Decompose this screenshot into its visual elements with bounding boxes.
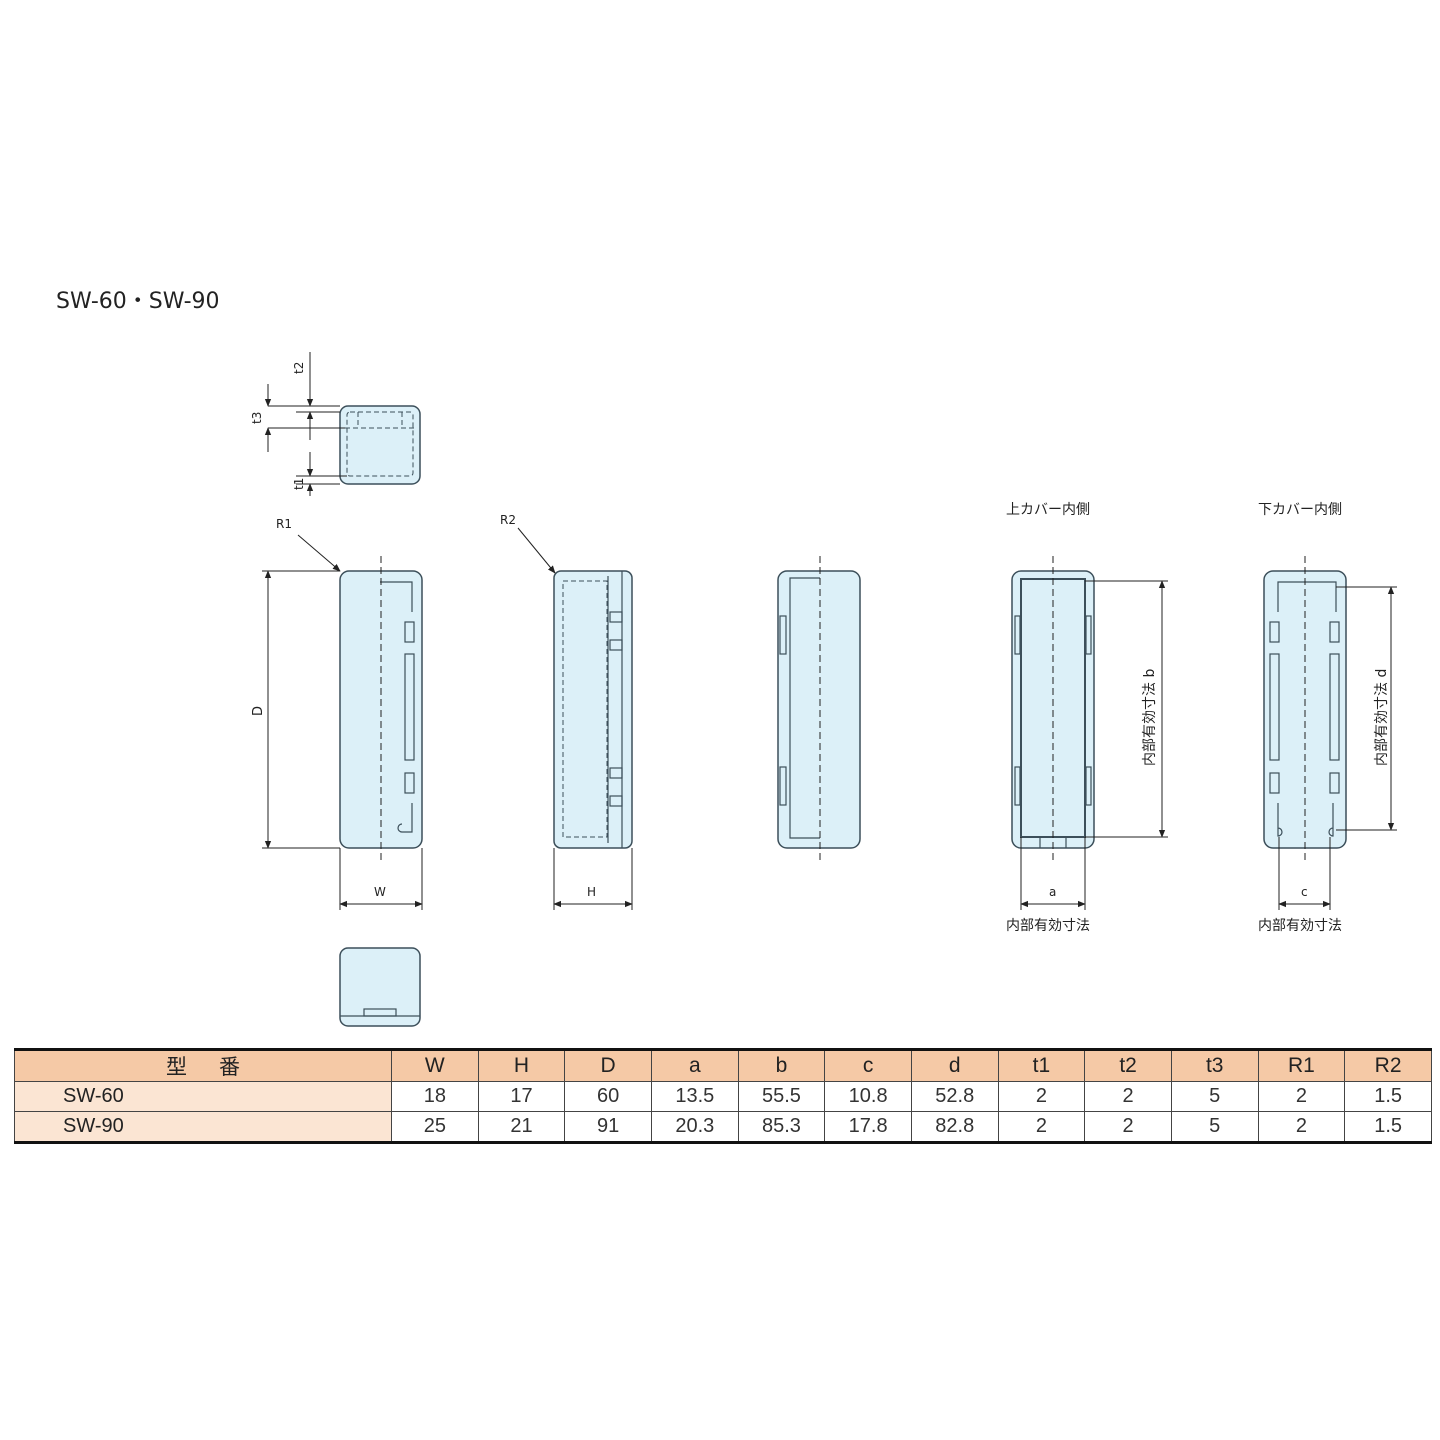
value-cell: 18 [391,1081,479,1112]
upper-cover-label: 上カバー内側 [1006,502,1090,518]
col-header: D [564,1049,652,1082]
value-cell: 5 [1170,1111,1259,1143]
front-view: D W R1 [251,517,423,910]
t1-label: t1 [292,478,306,490]
col-header: c [824,1049,912,1082]
value-cell: 2 [1257,1111,1346,1143]
value-cell: 1.5 [1344,1081,1432,1112]
spec-table: 型番 W H D a b c d t1 t2 t3 R1 R2 SW-60 18… [14,1048,1432,1144]
inner-a-label: 内部有効寸法 [1006,918,1090,934]
value-cell: 1.5 [1344,1111,1432,1143]
value-cell: 25 [391,1111,479,1143]
back-view [777,556,861,862]
W-label: W [374,885,386,899]
value-cell: 52.8 [910,1081,999,1112]
col-header: b [737,1049,826,1082]
a-label: a [1049,885,1056,899]
value-cell: 91 [564,1111,652,1143]
col-header: t2 [1084,1049,1172,1082]
col-header: W [391,1049,479,1082]
inner-b-label: 内部有効寸法 b [1142,669,1158,766]
col-header: a [650,1049,739,1082]
col-header: d [910,1049,999,1082]
value-cell: 20.3 [650,1111,739,1143]
col-header: R2 [1344,1049,1432,1082]
value-cell: 17.8 [824,1111,912,1143]
bottom-end-view [339,947,421,1027]
col-header: t3 [1170,1049,1259,1082]
col-header: H [477,1049,566,1082]
inner-d-label: 内部有効寸法 d [1374,669,1390,766]
value-cell: 10.8 [824,1081,912,1112]
value-cell: 82.8 [910,1111,999,1143]
table-row: SW-90 25 21 91 20.3 85.3 17.8 82.8 2 2 5… [14,1111,1432,1143]
value-cell: 2 [997,1081,1086,1112]
value-cell: 85.3 [737,1111,826,1143]
value-cell: 17 [477,1081,566,1112]
lower-cover-view: 下カバー内側 内部有効寸法 d c 内部有効寸法 [1258,502,1397,934]
c-label: c [1301,885,1308,899]
inner-c-label: 内部有効寸法 [1258,918,1342,934]
R2-label: R2 [500,513,516,527]
table-header-row: 型番 W H D a b c d t1 t2 t3 R1 R2 [14,1049,1432,1082]
H-label: H [587,885,596,899]
lower-cover-label: 下カバー内側 [1258,502,1342,518]
model-header: 型番 [14,1049,392,1082]
t3-label: t3 [250,412,264,424]
D-label: D [251,706,266,716]
drawing-title: SW-60・SW-90 [56,289,220,314]
value-cell: 60 [564,1081,652,1112]
value-cell: 2 [1257,1081,1346,1112]
value-cell: 55.5 [737,1081,826,1112]
table-row: SW-60 18 17 60 13.5 55.5 10.8 52.8 2 2 5… [14,1081,1432,1112]
value-cell: 2 [1084,1081,1172,1112]
col-header: R1 [1257,1049,1346,1082]
value-cell: 2 [997,1111,1086,1143]
technical-drawing: SW-60・SW-90 t2 t3 t1 D [56,289,1397,1027]
value-cell: 2 [1084,1111,1172,1143]
top-end-view: t2 t3 t1 [250,352,421,496]
value-cell: 21 [477,1111,566,1143]
col-header: t1 [997,1049,1086,1082]
side-view: H R2 [500,513,633,910]
t2-label: t2 [292,362,306,374]
upper-cover-view: 上カバー内側 内部有効寸法 b a 内部有効寸法 [1006,502,1168,934]
R1-label: R1 [276,517,292,531]
model-cell: SW-60 [14,1081,392,1112]
value-cell: 13.5 [650,1081,739,1112]
value-cell: 5 [1170,1081,1259,1112]
model-cell: SW-90 [14,1111,392,1143]
